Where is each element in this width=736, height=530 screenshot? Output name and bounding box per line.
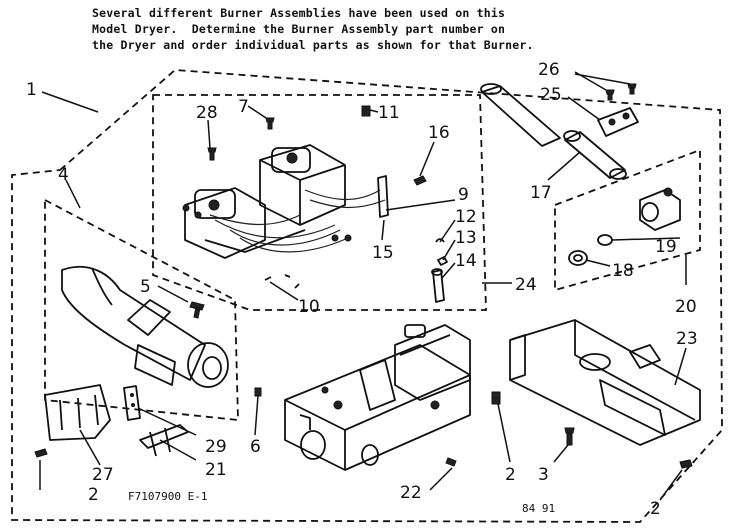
header-note-line-1: Several different Burner Assemblies have… (92, 6, 506, 20)
screw-22 (445, 457, 457, 467)
valve-side-box (554, 148, 701, 292)
nut-18 (568, 250, 588, 266)
callout-27: 27 (92, 465, 114, 485)
callout-20: 20 (675, 297, 697, 317)
drawing-code: F7107900 E-1 (128, 490, 207, 503)
callout-1: 1 (26, 80, 37, 100)
callout-16: 16 (428, 123, 450, 143)
part-12 (435, 238, 445, 243)
screw-28 (207, 147, 217, 161)
screw-7 (265, 117, 275, 130)
burner-tube (61, 265, 229, 388)
callout-24: 24 (515, 275, 537, 295)
callout-2-mid: 2 (505, 465, 516, 485)
callout-12: 12 (455, 207, 477, 227)
part-11 (361, 105, 371, 117)
header-note-line-2: Model Dryer. Determine the Burner Assemb… (92, 22, 506, 36)
callout-21: 21 (205, 460, 227, 480)
screw-5 (189, 301, 205, 319)
callout-18: 18 (612, 261, 634, 281)
pin-14 (432, 269, 445, 303)
callout-23: 23 (676, 329, 698, 349)
tube-top (481, 85, 561, 147)
leader-lines (39, 71, 687, 501)
part-6 (254, 387, 262, 397)
coil-assembly (182, 144, 386, 259)
callout-10: 10 (298, 297, 320, 317)
valve-19 (639, 189, 681, 231)
callout-22: 22 (400, 483, 422, 503)
callout-2-right: 2 (650, 499, 661, 519)
callout-17: 17 (530, 183, 552, 203)
screw-2-right (679, 459, 693, 469)
callout-11: 11 (378, 103, 400, 123)
assembly-1-outline (11, 69, 723, 523)
part-13 (437, 256, 448, 266)
callout-3: 3 (538, 465, 549, 485)
screw-26-b (627, 83, 637, 95)
callout-26: 26 (538, 60, 560, 80)
screw-3 (564, 427, 575, 446)
callout-6: 6 (250, 437, 261, 457)
header-note-line-3: the Dryer and order individual parts as … (92, 38, 534, 52)
bracket-25 (597, 107, 639, 137)
bracket-27 (44, 384, 111, 441)
mounting-bracket-23 (509, 319, 701, 446)
gas-valve-body (284, 324, 471, 471)
part-16 (413, 175, 427, 186)
drawing-date: 84 91 (522, 502, 555, 515)
callout-14: 14 (455, 251, 477, 271)
screw-2-mid (491, 391, 501, 405)
tube-17 (564, 131, 626, 179)
callout-19: 19 (655, 237, 677, 257)
callout-15: 15 (372, 243, 394, 263)
callout-5: 5 (140, 277, 151, 297)
plate-29 (123, 385, 141, 421)
callout-29: 29 (205, 437, 227, 457)
screw-26-a (605, 89, 615, 101)
callout-2-left: 2 (88, 485, 99, 505)
callout-7: 7 (238, 97, 249, 117)
screw-2-left (34, 448, 48, 458)
callout-13: 13 (455, 228, 477, 248)
callout-28: 28 (196, 103, 218, 123)
callout-4: 4 (58, 165, 69, 185)
fitting-19 (597, 234, 613, 246)
valve-coil-box (152, 94, 487, 311)
part-10 (264, 274, 300, 289)
callout-25: 25 (540, 85, 562, 105)
bracket-15 (377, 175, 389, 218)
callout-9: 9 (458, 185, 469, 205)
